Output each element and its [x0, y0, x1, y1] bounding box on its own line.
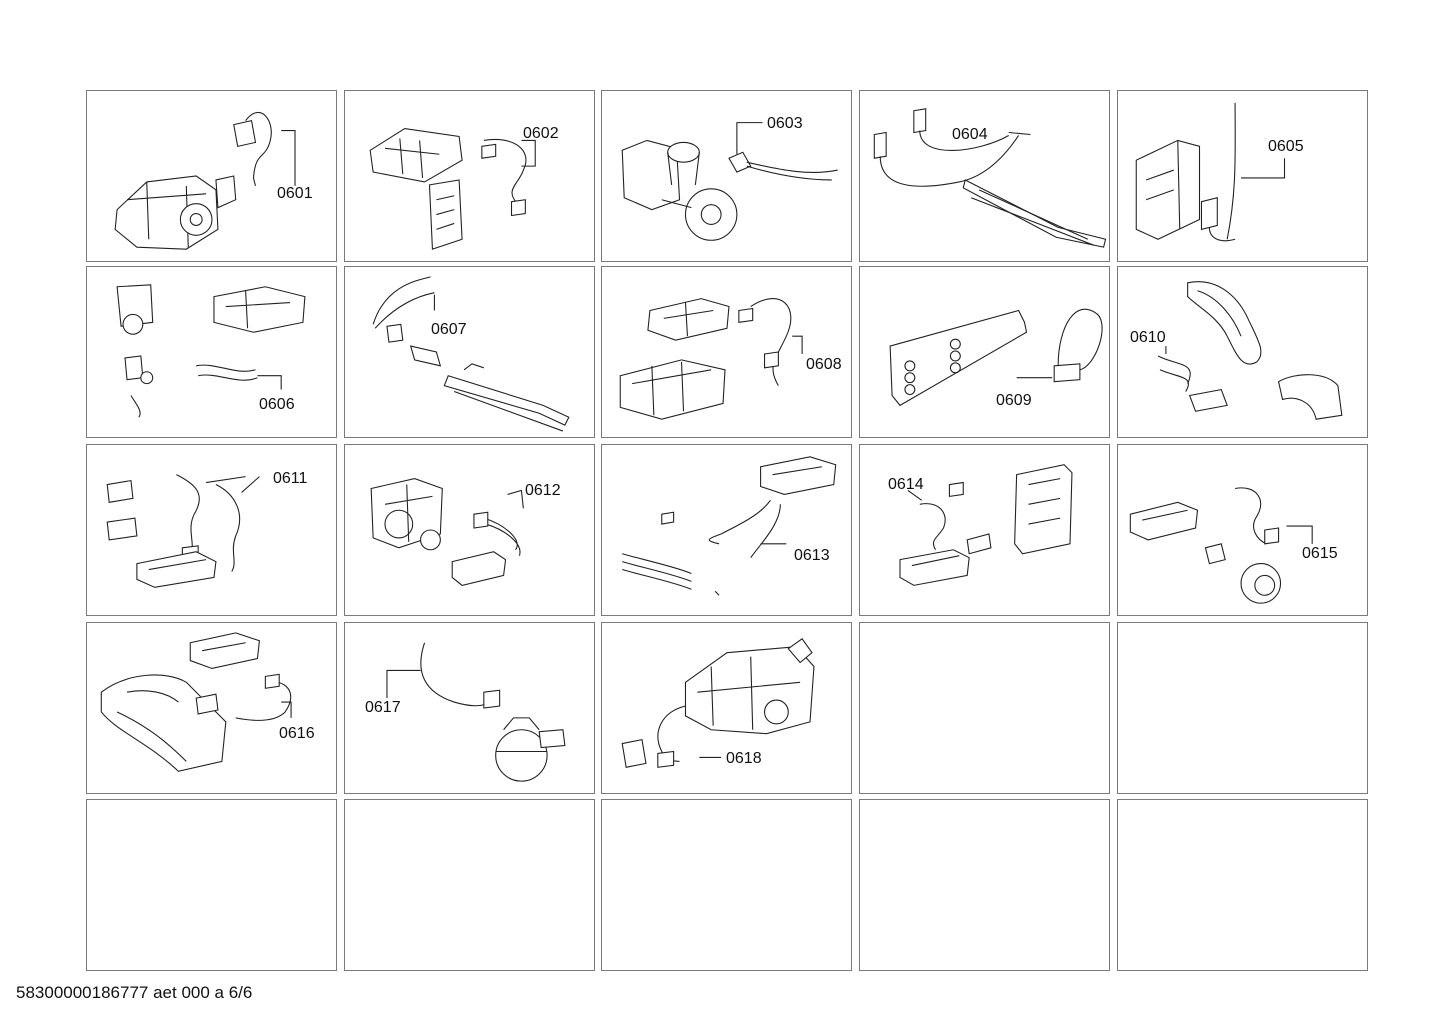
part-cell-0605[interactable]: 0605 [1117, 90, 1368, 262]
part-label-0608: 0608 [806, 356, 842, 373]
part-cell-0603[interactable]: 0603 [601, 90, 852, 262]
part-label-0612: 0612 [525, 482, 561, 499]
part-label-0605: 0605 [1268, 138, 1304, 155]
empty-cell-25 [1117, 799, 1368, 971]
part-cell-0616[interactable]: 0616 [86, 622, 337, 794]
air-duct-drawing [1157, 281, 1343, 420]
fan-housing-drawing [100, 632, 292, 772]
part-cell-0617[interactable]: 0617 [344, 622, 595, 794]
part-label-0617: 0617 [365, 699, 401, 716]
part-label-0616: 0616 [279, 725, 315, 742]
part-label-0615: 0615 [1302, 545, 1338, 562]
part-label-0606: 0606 [259, 396, 295, 413]
display-board-drawing [889, 308, 1103, 407]
part-label-0602: 0602 [523, 125, 559, 142]
part-cell-0618[interactable]: 0618 [601, 622, 852, 794]
drain-pump-drawing [621, 122, 838, 241]
part-label-0611: 0611 [273, 470, 308, 487]
part-cell-0614[interactable]: 0614 [859, 444, 1110, 616]
board-harness-drawing [619, 298, 803, 420]
empty-cell-23 [601, 799, 852, 971]
part-cell-0602[interactable]: 0602 [344, 90, 595, 262]
part-label-0618: 0618 [726, 750, 762, 767]
part-cell-0608[interactable]: 0608 [601, 266, 852, 438]
part-label-0609: 0609 [996, 392, 1032, 409]
part-cell-0606[interactable]: 0606 [86, 266, 337, 438]
heater-set-drawing [622, 456, 837, 596]
part-label-0601: 0601 [277, 185, 313, 202]
fan-harness-drawing [1129, 487, 1313, 604]
empty-cell-19 [859, 622, 1110, 794]
part-label-0604: 0604 [952, 126, 988, 143]
heater-harness-drawing [873, 108, 1107, 248]
part-cell-0610[interactable]: 0610 [1117, 266, 1368, 438]
part-cell-0609[interactable]: 0609 [859, 266, 1110, 438]
part-cell-0613[interactable]: 0613 [601, 444, 852, 616]
control-module-drawing [1135, 102, 1286, 242]
part-label-0614: 0614 [888, 476, 924, 493]
document-footer-code: 58300000186777 aet 000 a 6/6 [16, 983, 253, 1002]
motor-drawing [114, 112, 296, 250]
empty-cell-24 [859, 799, 1110, 971]
empty-cell-20 [1117, 622, 1368, 794]
part-label-0613: 0613 [794, 547, 830, 564]
dispenser-harness-drawing [899, 464, 1073, 586]
pressure-switch-drawing [386, 642, 566, 782]
motor-sensor-drawing [621, 638, 815, 768]
empty-cell-21 [86, 799, 337, 971]
part-label-0603: 0603 [767, 115, 803, 132]
pump-harness-drawing [370, 478, 524, 586]
ntc-sensor-drawing [372, 276, 570, 432]
part-cell-0601[interactable]: 0601 [86, 90, 337, 262]
part-cell-0615[interactable]: 0615 [1117, 444, 1368, 616]
part-cell-0612[interactable]: 0612 [344, 444, 595, 616]
empty-cell-22 [344, 799, 595, 971]
part-label-0607: 0607 [431, 321, 467, 338]
capacitor-harness-drawing [106, 474, 260, 588]
valve-board-drawing [116, 284, 306, 418]
part-cell-0611[interactable]: 0611 [86, 444, 337, 616]
part-cell-0607[interactable]: 0607 [344, 266, 595, 438]
part-cell-0604[interactable]: 0604 [859, 90, 1110, 262]
part-label-0610: 0610 [1130, 329, 1166, 346]
control-board-drawing [369, 127, 536, 250]
